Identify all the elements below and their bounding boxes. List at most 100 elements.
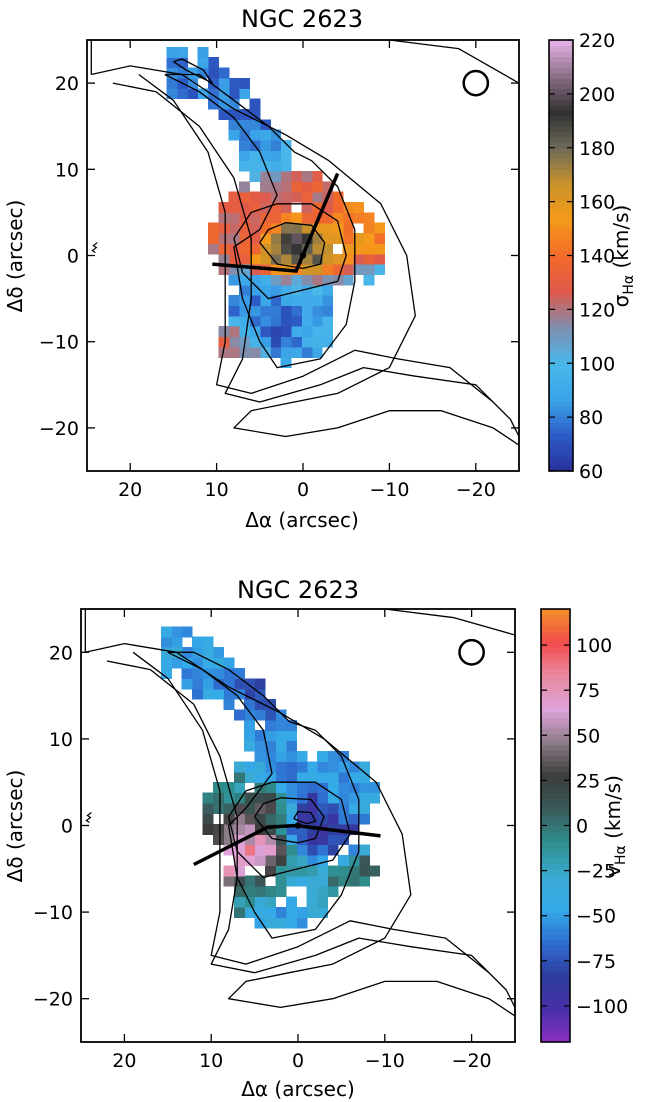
pixel [223,803,235,814]
colorbar-segment [549,217,573,224]
pixel [348,761,360,773]
colorbar-segment [549,277,573,284]
pixel [233,771,245,783]
pixel [290,171,302,182]
pixel [290,233,302,244]
colorbar-segment [549,147,573,154]
pixel [212,792,224,804]
pixel [327,886,339,898]
colorbar-segment [549,282,573,289]
colorbar-segment [541,636,570,643]
pixel [212,667,224,679]
colorbar-segment [549,357,573,364]
pixel [373,264,385,275]
colorbar-segment [541,1020,570,1027]
colorbar-segment [541,755,570,762]
colorbar-segment [541,987,570,994]
pixel [239,264,251,275]
colorbar-segment [549,207,573,213]
y-tick-label: 0 [61,816,73,838]
pixel [348,844,360,856]
pixel [301,181,313,193]
pixel [197,57,209,69]
colorbar-segment [541,857,570,864]
colorbar-segment [549,244,573,251]
colorbar-segment [549,368,573,375]
pixel [296,823,308,835]
pixel [290,191,302,203]
pixel [270,160,282,172]
pixel [285,844,297,856]
colorbar-segment [541,684,570,691]
pixel [239,222,251,234]
pixel [322,274,333,286]
pixel [290,315,302,327]
pixel [249,98,261,110]
pixel [212,647,224,659]
chart-title: NGC 2623 [241,5,363,33]
pixel [285,740,297,752]
pixel [373,222,385,234]
colorbar-segment [541,701,570,708]
nucleus-marker [294,822,302,829]
colorbar-segment [549,379,573,386]
pixel [239,129,251,141]
colorbar-segment [549,190,573,197]
colorbar-segment [549,465,573,472]
pixel [306,761,318,773]
chart-title: NGC 2623 [237,576,359,604]
colorbar-segment [549,77,573,84]
pixel [192,657,204,669]
pixel [327,751,339,762]
colorbar-segment [549,250,573,257]
pixel [317,875,329,887]
pixel [327,844,339,856]
pixel [239,150,251,162]
colorbar-tick-label: −50 [576,906,616,928]
colorbar-segment [549,298,573,305]
pixel [296,751,308,762]
pixel [249,171,261,182]
pixel [348,771,360,783]
pixel [239,233,251,244]
pixel [358,813,370,825]
colorbar-segment [541,695,570,702]
pixel [244,719,256,731]
pixel [353,264,365,275]
pixel [254,917,266,929]
pixel [358,803,370,814]
pixel [223,792,235,804]
pixel [290,305,302,317]
pixel [280,233,292,244]
pixel [239,119,251,131]
colorbar-segment [541,922,570,929]
pixel [296,875,308,887]
pixel [218,326,230,338]
pixel [259,171,271,182]
pixel [171,636,183,648]
pixel [306,896,318,908]
pixel [301,233,313,244]
pixel [327,803,339,814]
pixel [244,761,256,773]
y-tick-label: 20 [49,642,73,664]
colorbar-tick-label: 80 [579,407,603,429]
pixel [301,202,313,213]
pixel [280,160,292,172]
colorbar-segment [549,110,573,117]
colorbar-segment [541,771,570,778]
pixel [192,667,204,679]
pixel [280,202,292,213]
pixel [369,782,381,794]
pixel [327,813,339,825]
pixel [265,803,276,814]
pixel [270,150,282,162]
colorbar-tick-label: −75 [576,951,616,973]
pixel [254,813,266,825]
colorbar-segment [549,93,573,100]
pixel [208,88,219,100]
colorbar-segment [549,72,573,79]
pixel [270,253,282,265]
pixel [181,657,193,669]
pixel [301,253,313,265]
